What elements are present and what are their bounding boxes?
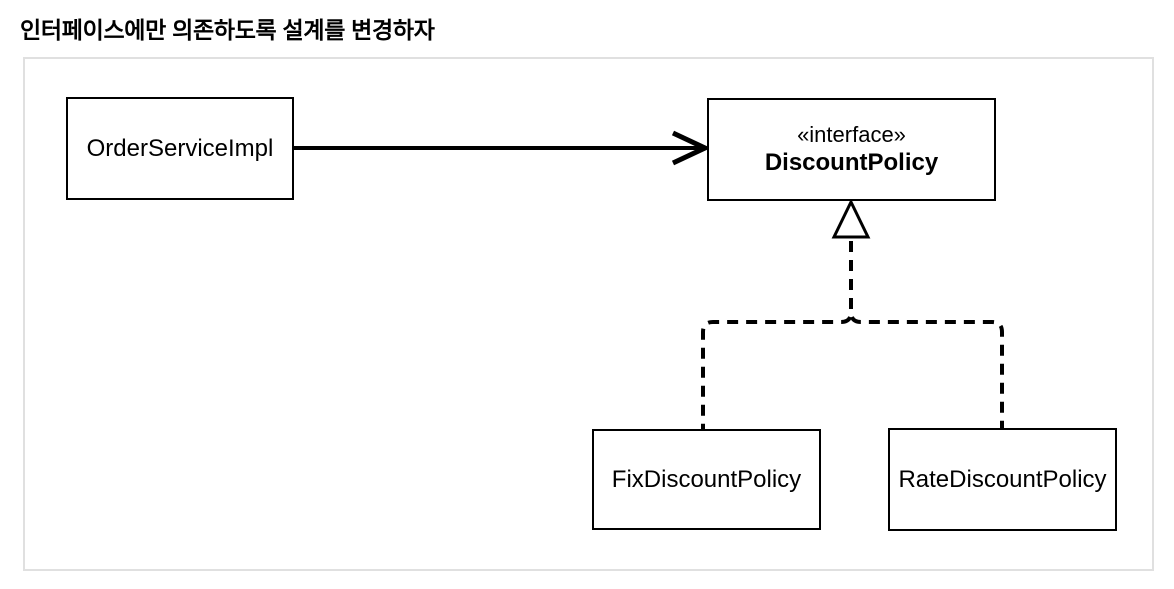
node-label: RateDiscountPolicy (898, 465, 1107, 493)
page-title: 인터페이스에만 의존하도록 설계를 변경하자 (20, 17, 435, 43)
interface-stereotype-label: «interface» (797, 121, 906, 147)
node-fix-discount-policy: FixDiscountPolicy (592, 429, 821, 530)
node-discount-policy-interface: «interface» DiscountPolicy (707, 98, 996, 201)
node-order-service-impl: OrderServiceImpl (66, 97, 294, 200)
realization-edge-fix (701, 241, 853, 429)
node-label: OrderServiceImpl (86, 134, 274, 162)
node-label: FixDiscountPolicy (611, 465, 802, 493)
realization-edge-rate (849, 241, 1004, 428)
diagram-canvas: OrderServiceImpl «interface» DiscountPol… (23, 57, 1154, 571)
diagram-edges-layer (294, 130, 1004, 429)
node-label: DiscountPolicy (764, 149, 939, 177)
realization-triangle-icon (831, 198, 871, 239)
dependency-arrow (294, 130, 711, 166)
node-rate-discount-policy: RateDiscountPolicy (888, 428, 1117, 531)
